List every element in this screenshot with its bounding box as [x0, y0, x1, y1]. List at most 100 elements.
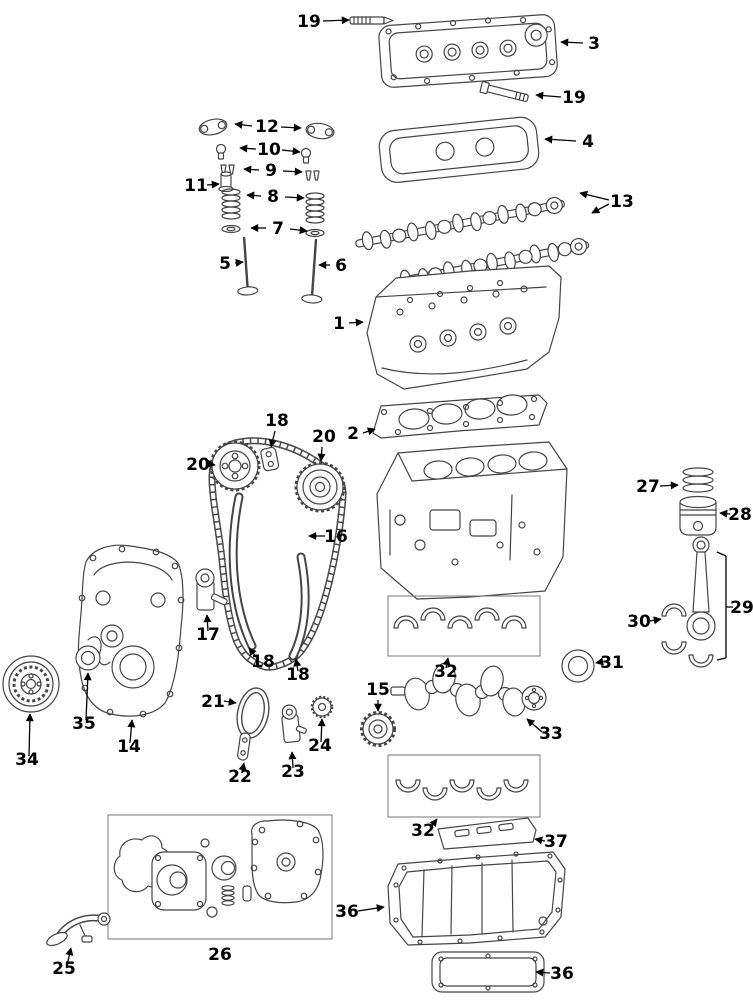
rod-bearings-drawing: [661, 603, 687, 655]
callout-spring-seats[interactable]: 7: [250, 219, 308, 239]
callout-intake-valve[interactable]: 5: [219, 254, 244, 274]
callout-rocker-arms-label[interactable]: 12: [255, 117, 279, 137]
spring-seat-left-drawing: [221, 224, 241, 234]
callout-rocker-arms[interactable]: 12: [234, 117, 302, 137]
callout-crank-sprocket[interactable]: 15: [366, 680, 390, 712]
callout-oil-pan[interactable]: 36: [335, 902, 385, 922]
callout-front-cover[interactable]: 14: [117, 719, 141, 757]
callout-chain-guide-left-label[interactable]: 18: [251, 652, 275, 672]
callout-connecting-rod-label[interactable]: 29: [730, 598, 753, 618]
callout-cam-sprocket-left-label[interactable]: 20: [186, 455, 210, 475]
callout-valve-stem-seal-leader: [206, 180, 220, 189]
callout-timing-chain[interactable]: 16: [308, 527, 348, 547]
callout-valve-keepers[interactable]: 9: [243, 161, 303, 181]
callout-cylinder-head-leader: [348, 318, 364, 327]
chain-tensioner-drawing: [195, 568, 228, 611]
callout-cam-sprocket-right[interactable]: 20: [312, 427, 336, 462]
callout-oil-pump-chain-tensioner-label[interactable]: 23: [281, 762, 305, 782]
callout-cam-sprocket-left[interactable]: 20: [186, 455, 216, 475]
callout-lash-adjusters[interactable]: 10: [239, 140, 301, 160]
callout-rear-main-seal[interactable]: 31: [595, 653, 624, 673]
callout-chain-tensioner[interactable]: 17: [196, 614, 220, 645]
callout-front-seal-label[interactable]: 35: [72, 714, 96, 734]
callout-chain-guide-left[interactable]: 18: [248, 647, 275, 672]
callout-valve-springs[interactable]: 8: [246, 187, 305, 207]
callout-oil-pump-sprocket-label[interactable]: 24: [308, 736, 332, 756]
chain-guide-right-drawing: [288, 552, 310, 661]
callout-chain-tensioner-label[interactable]: 17: [196, 625, 220, 645]
callout-camshafts-label[interactable]: 13: [610, 192, 634, 212]
callout-stud-top[interactable]: 19: [297, 12, 350, 32]
callout-valve-keepers-label[interactable]: 9: [265, 161, 277, 181]
oil-pan-drawing: [387, 851, 566, 946]
callout-oil-pickup[interactable]: 25: [52, 947, 76, 979]
callout-oil-pan-leader: [357, 904, 385, 913]
callout-stud-right[interactable]: 19: [535, 88, 586, 108]
callout-main-bearings-lower-label[interactable]: 32: [411, 821, 435, 841]
callout-chain-guide-right[interactable]: 18: [286, 658, 310, 685]
callout-oil-pump-chain-guide[interactable]: 22: [228, 762, 252, 787]
callout-head-gasket-leader: [362, 427, 376, 436]
callout-front-seal[interactable]: 35: [72, 672, 96, 734]
callout-oil-pump-chain[interactable]: 21: [201, 692, 237, 712]
callout-rod-bearings[interactable]: 30: [627, 612, 662, 632]
callout-timing-chain-label[interactable]: 16: [324, 527, 348, 547]
callout-piston[interactable]: 28: [719, 505, 752, 525]
callout-crankshaft[interactable]: 33: [526, 718, 563, 744]
callout-cam-sprocket-left-leader: [207, 459, 216, 468]
cam-sprocket-left-drawing: [209, 440, 261, 492]
callout-oil-pump-chain-tensioner[interactable]: 23: [281, 751, 305, 782]
callout-valve-springs-label[interactable]: 8: [267, 187, 279, 207]
callout-oil-pump-kit[interactable]: 26: [208, 945, 232, 965]
callout-oil-pickup-label[interactable]: 25: [52, 959, 76, 979]
callout-head-gasket[interactable]: 2: [347, 424, 376, 444]
callout-oil-pan-label[interactable]: 36: [335, 902, 359, 922]
callout-main-bearings-upper[interactable]: 32: [434, 657, 458, 682]
oil-pump-kit-drawing: [107, 814, 333, 940]
callout-windage-tray[interactable]: 37: [534, 832, 568, 852]
callout-piston-rings-label[interactable]: 27: [636, 477, 660, 497]
callout-cam-sprocket-right-label[interactable]: 20: [312, 427, 336, 447]
callout-oil-pump-chain-label[interactable]: 21: [201, 692, 225, 712]
callout-crankshaft-label[interactable]: 33: [539, 724, 563, 744]
callout-oil-pump-chain-guide-label[interactable]: 22: [228, 767, 252, 787]
callout-valve-cover-gasket[interactable]: 4: [544, 132, 594, 152]
callout-lash-adjusters-label[interactable]: 10: [257, 140, 281, 160]
rear-main-seal-drawing: [561, 649, 595, 683]
callout-lower-oil-pan[interactable]: 36: [535, 964, 574, 984]
callout-main-bearings-upper-label[interactable]: 32: [434, 662, 458, 682]
callout-valve-cover-label[interactable]: 3: [588, 34, 600, 54]
callout-intake-valve-label[interactable]: 5: [219, 254, 231, 274]
callout-connecting-rod[interactable]: 29: [716, 551, 753, 661]
callout-head-gasket-label[interactable]: 2: [347, 424, 359, 444]
callout-piston-rings[interactable]: 27: [636, 477, 679, 497]
callout-crank-pulley-label[interactable]: 34: [15, 750, 39, 770]
callout-chain-guide-upper[interactable]: 18: [265, 411, 289, 448]
callout-valve-cover[interactable]: 3: [560, 34, 600, 54]
callout-crank-pulley[interactable]: 34: [15, 713, 39, 770]
callout-cylinder-head-label[interactable]: 1: [333, 314, 345, 334]
callout-chain-guide-right-label[interactable]: 18: [286, 665, 310, 685]
callout-spring-seats-label[interactable]: 7: [272, 219, 284, 239]
callout-stud-top-label[interactable]: 19: [297, 12, 321, 32]
callout-valve-cover-gasket-label[interactable]: 4: [582, 132, 594, 152]
callout-main-bearings-lower[interactable]: 32: [411, 818, 438, 841]
callout-lower-oil-pan-label[interactable]: 36: [550, 964, 574, 984]
callout-oil-pump-kit-label[interactable]: 26: [208, 945, 232, 965]
callout-rear-main-seal-label[interactable]: 31: [600, 653, 624, 673]
callout-oil-pump-sprocket[interactable]: 24: [308, 718, 332, 756]
callout-cylinder-head[interactable]: 1: [333, 314, 364, 334]
callout-camshafts[interactable]: 13: [579, 190, 634, 214]
callout-chain-guide-upper-leader: [268, 430, 277, 448]
callout-rod-bearings-label[interactable]: 30: [627, 612, 651, 632]
callout-valve-stem-seal-label[interactable]: 11: [184, 176, 208, 196]
callout-piston-label[interactable]: 28: [728, 505, 752, 525]
callout-windage-tray-label[interactable]: 37: [544, 832, 568, 852]
callout-exhaust-valve[interactable]: 6: [318, 256, 347, 276]
callout-front-cover-label[interactable]: 14: [117, 737, 141, 757]
callout-valve-stem-seal[interactable]: 11: [184, 176, 220, 196]
callout-stud-right-label[interactable]: 19: [562, 88, 586, 108]
callout-crank-sprocket-label[interactable]: 15: [366, 680, 390, 700]
callout-exhaust-valve-label[interactable]: 6: [335, 256, 347, 276]
callout-chain-guide-upper-label[interactable]: 18: [265, 411, 289, 431]
